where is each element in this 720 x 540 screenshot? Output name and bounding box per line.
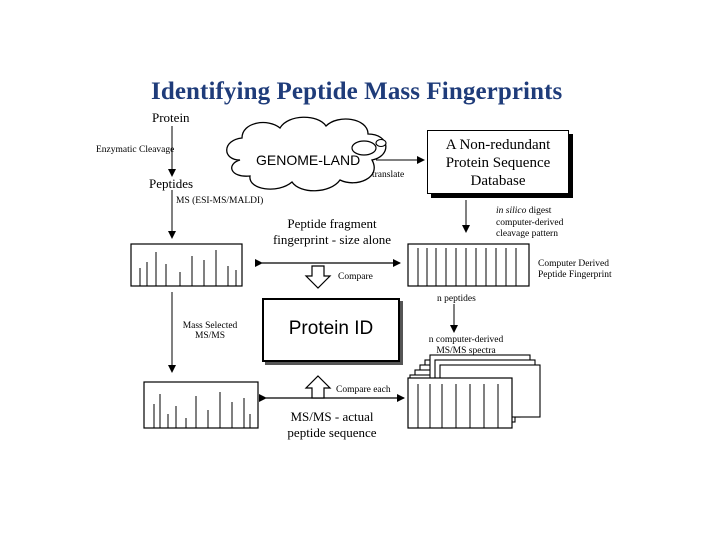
n-computer-derived-line-1: n computer-derived — [420, 335, 512, 345]
ms-method-label: MS (ESI-MS/MALDI) — [176, 196, 263, 206]
stacked-msms-spectra — [408, 355, 540, 428]
n-computer-derived-line-2: MS/MS spectra — [420, 346, 512, 356]
computer-derived-fingerprint-line-2: Peptide Fingerprint — [538, 270, 612, 280]
cleavage-pattern-label: cleavage pattern — [496, 229, 558, 239]
in-silico-text: in silico — [496, 206, 526, 216]
msms-actual-line-1: MS/MS - actual — [262, 409, 402, 425]
fingerprint-line-2: fingerprint - size alone — [262, 232, 402, 248]
protein-id-label: Protein ID — [262, 318, 400, 340]
compare-down-arrow — [306, 266, 330, 288]
genome-land-label: GENOME-LAND — [256, 152, 360, 168]
digest-label: in silico digest — [496, 206, 551, 216]
protein-label: Protein — [152, 110, 190, 126]
experimental-spectrum-msms — [144, 382, 258, 428]
enzymatic-cleavage-label: Enzymatic Cleavage — [96, 145, 174, 155]
peptides-label: Peptides — [149, 176, 193, 192]
translate-label: translate — [372, 170, 404, 180]
msms-label: MS/MS — [180, 331, 240, 341]
database-line-3: Database — [427, 173, 569, 190]
computer-derived-label: computer-derived — [496, 218, 563, 228]
msms-actual-line-2: peptide sequence — [262, 425, 402, 441]
experimental-spectrum-ms — [131, 244, 242, 286]
compare-each-label: Compare each — [336, 385, 391, 395]
n-peptides-label: n peptides — [437, 294, 476, 304]
computer-derived-fingerprint-line-1: Computer Derived — [538, 259, 609, 269]
mass-selected-label: Mass Selected — [180, 321, 240, 331]
fingerprint-line-1: Peptide fragment — [262, 216, 402, 232]
digest-text: digest — [526, 206, 551, 216]
database-line-1: A Non-redundant — [427, 137, 569, 154]
computer-derived-spectrum — [408, 244, 529, 286]
compare-each-up-arrow — [306, 376, 330, 398]
compare-label: Compare — [338, 272, 373, 282]
database-line-2: Protein Sequence — [427, 155, 569, 172]
